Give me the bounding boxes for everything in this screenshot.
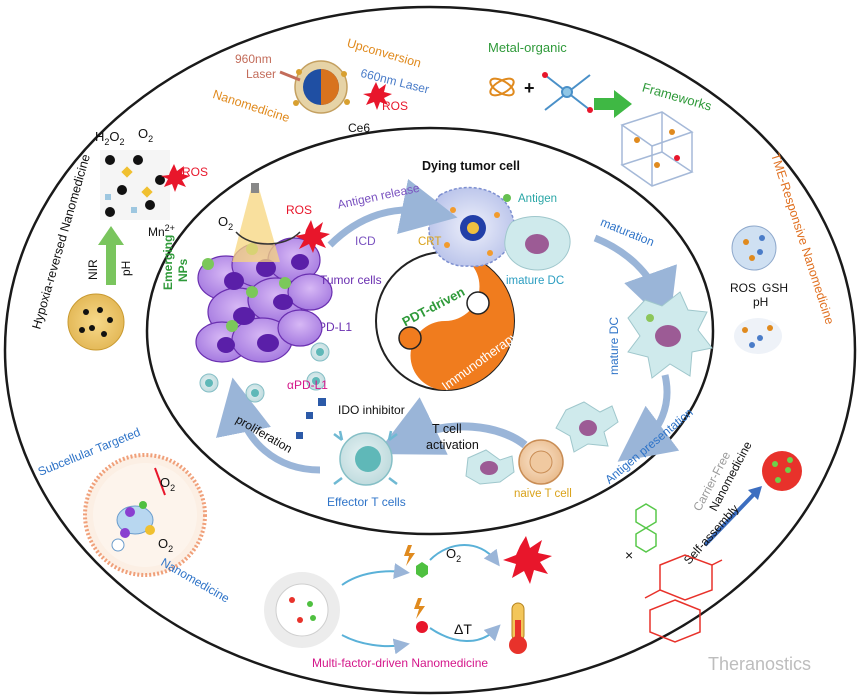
upconversion-nanoparticle-icon — [293, 60, 350, 114]
upconversion-ros-burst-icon — [363, 82, 392, 110]
upconversion-ros-label: ROS — [382, 99, 408, 113]
multi-factor-dt-label: ΔT — [454, 621, 472, 637]
self-assembly-arrow-head — [748, 486, 762, 500]
hypoxia-up-arrow-icon — [98, 226, 124, 285]
mof-title-line1: Metal-organic — [488, 40, 567, 55]
hypoxia-ph-label: pH — [119, 261, 133, 276]
multi-factor-micelle-icon — [264, 572, 340, 648]
hypoxia-o2-label: O2 — [138, 126, 153, 144]
effector-t-cell-icon — [333, 430, 398, 486]
mature-dc-icon — [627, 291, 713, 379]
naive-t-cell-label: naive T cell — [514, 488, 572, 500]
nps-label: NPs — [176, 258, 190, 282]
hypoxia-mn-label: Mn2+ — [148, 223, 175, 239]
small-t-cells-icon — [199, 342, 330, 403]
tme-nanoparticle-icon — [731, 225, 777, 271]
multi-factor-dt-arrow — [429, 624, 501, 642]
dc-left-icon — [465, 449, 515, 485]
960nm-laser-label: Laser — [246, 67, 276, 81]
emerging-label: Emerging — [161, 235, 175, 290]
proliferation-arrow — [216, 377, 321, 474]
antigen-release-arrow — [327, 179, 458, 248]
tme-released-drugs-icon — [734, 318, 782, 354]
multi-factor-hexagon-icon — [416, 562, 428, 578]
ros-burst-icon — [295, 220, 330, 253]
icd-label: ICD — [355, 234, 376, 248]
thermometer-icon — [509, 602, 527, 654]
960nm-arrow — [279, 70, 301, 82]
crt-label: CRT — [418, 236, 441, 248]
mof-orange-cluster-icon — [489, 77, 515, 97]
activation-label: activation — [426, 438, 479, 452]
carrier-free-nanoparticle-icon — [762, 451, 802, 491]
pd-l1-label: PD-L1 — [318, 320, 352, 334]
maturation-arrow — [593, 234, 677, 327]
960nm-label: 960nm — [235, 52, 272, 66]
antigen-label: Antigen — [518, 193, 557, 205]
dying-tumor-cell-label: Dying tumor cell — [422, 159, 520, 173]
laser-beam-icon — [232, 183, 280, 262]
naive-t-cell-icon — [518, 439, 564, 485]
multi-factor-o2-label: O2 — [446, 546, 461, 564]
tme-gsh-label: GSH — [762, 281, 788, 295]
immature-dc-icon — [504, 216, 571, 271]
hypoxia-ros-label: ROS — [182, 165, 208, 179]
apd-l1-label: αPD-L1 — [287, 378, 328, 392]
mature-dc-label: mature DC — [607, 317, 621, 375]
multi-factor-ros-burst-icon — [503, 536, 552, 584]
hypoxia-nir-label: NIR — [86, 259, 100, 280]
multi-factor-upper-arrow — [341, 563, 410, 586]
imature-dc-label: imature DC — [506, 275, 564, 287]
multi-factor-laser-icon-1 — [404, 545, 415, 566]
times-icon: × — [625, 547, 633, 563]
mof-plus-icon: + — [524, 78, 535, 98]
multi-factor-lower-arrow — [341, 634, 410, 655]
mof-linker-icon — [542, 72, 593, 113]
hypoxia-lattice-icon — [100, 150, 170, 220]
subcellular-o2-label-2: O2 — [158, 536, 173, 554]
antigen-presentation-arrow — [617, 374, 680, 462]
mof-framework-icon — [620, 111, 694, 187]
tme-ros-label: ROS — [730, 281, 756, 295]
dc-t-cell-pair-icon — [555, 401, 619, 453]
watermark-label: Theranostics — [708, 654, 811, 674]
hypoxia-h2o2-label: H2O2 — [95, 129, 125, 147]
subcellular-o2-label-1: O2 — [160, 475, 175, 493]
subcellular-cell-icon — [83, 453, 207, 577]
tme-ph-label: pH — [753, 295, 768, 309]
carrier-free-molecule-green-icon — [635, 503, 657, 553]
multi-factor-title-label: Multi-factor-driven Nanomedicine — [312, 656, 488, 670]
t-cell-label: T cell — [432, 422, 462, 436]
dying-tumor-cell-icon — [428, 186, 515, 267]
ros-label: ROS — [286, 203, 312, 217]
multi-factor-red-dot-icon — [416, 621, 428, 633]
hypoxia-nanoparticle-icon — [67, 293, 125, 351]
ce6-label: Ce6 — [348, 121, 370, 135]
multi-factor-o2-arrow — [429, 544, 500, 567]
tumor-cells-label: Tumor cells — [320, 273, 382, 287]
effector-t-cells-label: Effector T cells — [327, 495, 406, 509]
ido-inhibitor-label: IDO inhibitor — [338, 403, 405, 417]
ido-inhibitor-icon — [296, 398, 326, 439]
mof-green-arrow-icon — [594, 90, 632, 118]
yin-yang-symbol — [375, 251, 515, 391]
multi-factor-laser-icon-2 — [414, 598, 425, 619]
hypoxia-ros-burst-icon — [161, 164, 190, 192]
antigen-icon — [503, 194, 511, 202]
o2-label: O2 — [218, 214, 233, 232]
carrier-free-molecule-red-icon — [644, 554, 723, 643]
t-cell-activation-arrow — [376, 397, 528, 455]
self-assembly-arrow — [703, 488, 760, 547]
